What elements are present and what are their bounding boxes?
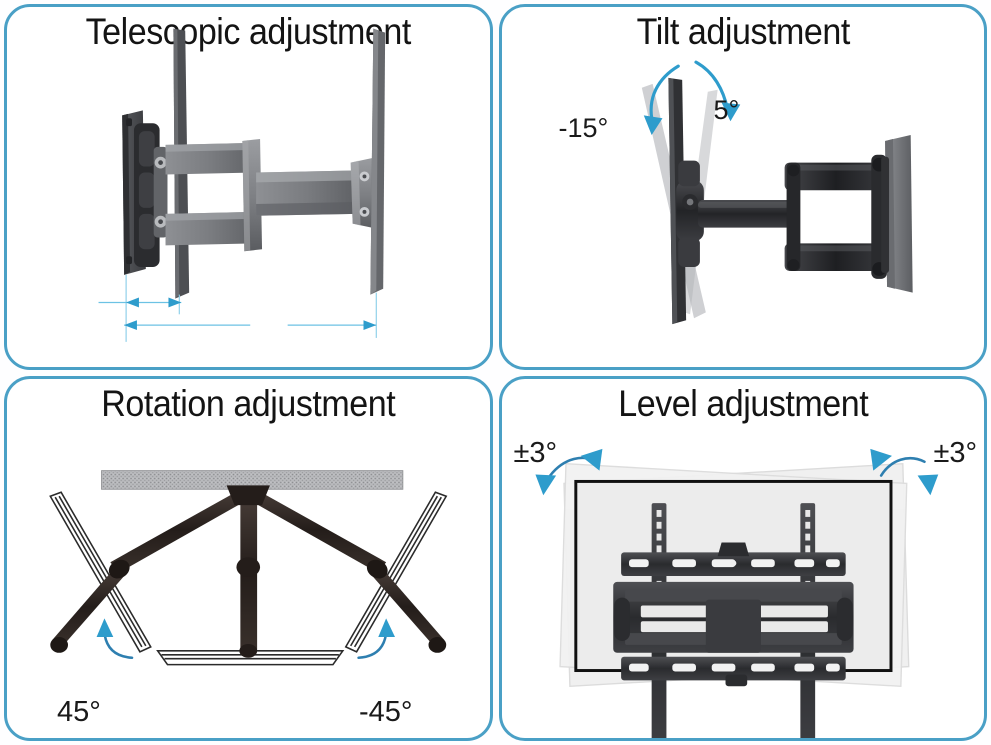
tv-panel-far	[370, 28, 386, 295]
panel-title-tilt: Tilt adjustment	[636, 11, 850, 52]
dim-arrow-retracted	[98, 297, 182, 308]
tilt-extension-arm	[697, 200, 792, 228]
tv-outline-left	[49, 490, 152, 653]
tilt-wall-plate	[880, 135, 913, 293]
tilt-down-angle-label: -15°	[558, 113, 609, 143]
dim-arrow-far	[287, 320, 377, 331]
tilt-illustration: -15° 5°	[502, 7, 985, 367]
swing-arm-right	[244, 486, 447, 653]
level-left-angle-label: ±3°	[513, 436, 558, 469]
level-arrowheads	[534, 448, 938, 495]
level-right-angle-label: ±3°	[933, 436, 978, 469]
panel-level: Level adjustment	[498, 375, 987, 741]
tilt-arm-lower-bar	[784, 243, 887, 271]
tilt-pivot-head	[675, 160, 704, 268]
arrow-level-right-curve	[879, 456, 926, 477]
dim-arrow-extended	[124, 320, 251, 331]
rotation-illustration: 45° -45°	[7, 379, 490, 739]
telescopic-illustration	[7, 7, 490, 367]
panel-tilt: Tilt adjustment	[498, 4, 987, 370]
tilt-arm-upper-bar	[784, 162, 887, 191]
panel-title-level: Level adjustment	[617, 382, 868, 424]
rotation-wall-head	[226, 484, 270, 505]
arrow-tilt-left-curve	[649, 64, 680, 125]
panel-title-rotation: Rotation adjustment	[101, 382, 396, 424]
arm-elbow-connector	[242, 138, 263, 252]
tilt-up-angle-label: 5°	[713, 95, 740, 125]
panel-rotation: Rotation adjustment	[4, 375, 493, 741]
dimension-arrows	[98, 274, 377, 342]
tilt-arrowheads	[643, 102, 740, 136]
extension-arm	[256, 170, 357, 216]
upper-arm	[165, 142, 257, 175]
mount-center-post	[234, 485, 263, 658]
pivot-knuckle	[133, 123, 168, 268]
lower-arm	[165, 211, 257, 246]
panel-title-telescopic: Telescopic adjustment	[85, 11, 412, 52]
panel-telescopic: Telescopic adjustment	[4, 4, 493, 370]
level-illustration: ±3° ±3°	[502, 379, 985, 738]
rotation-right-angle-label: -45°	[359, 695, 413, 728]
swing-arm-left	[50, 486, 253, 653]
rotation-left-angle-label: 45°	[57, 695, 101, 728]
wall-bracket-front-view	[612, 502, 854, 738]
rotation-arrowheads	[96, 617, 396, 637]
tv-outline-right	[344, 490, 448, 653]
